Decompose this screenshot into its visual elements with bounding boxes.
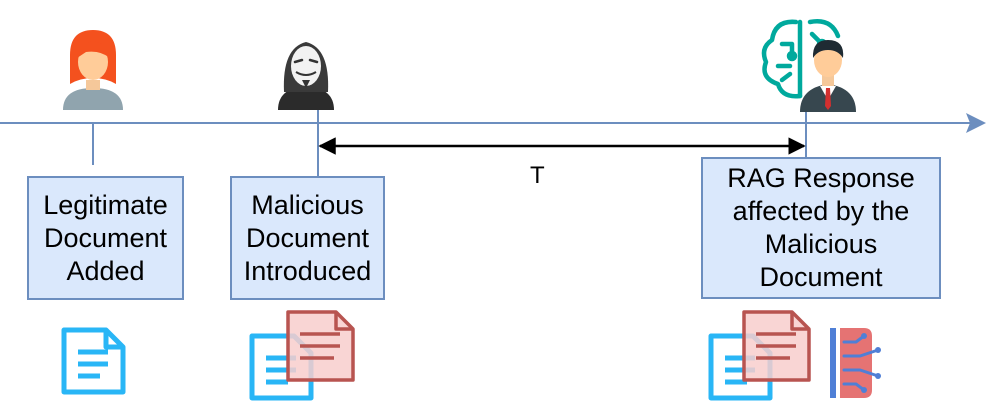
timeline-arrowhead	[966, 113, 986, 133]
event-label-response: RAG Response affected by the Malicious D…	[727, 163, 915, 292]
neural-chip-icon	[830, 328, 881, 398]
event-label-legitimate: Legitimate Document Added	[43, 189, 168, 286]
woman-user-icon	[63, 30, 123, 110]
event-label-malicious: Malicious Document Introduced	[243, 189, 372, 286]
businessman-icon	[800, 40, 856, 112]
malicious-document-icon	[742, 310, 811, 382]
event-box-response: RAG Response affected by the Malicious D…	[701, 157, 941, 299]
hacker-icon	[278, 42, 334, 110]
document-icon	[61, 327, 126, 395]
malicious-document-icon	[286, 310, 355, 382]
event-box-legitimate: Legitimate Document Added	[27, 176, 184, 300]
event-box-malicious: Malicious Document Introduced	[230, 176, 385, 300]
interval-label: T	[530, 162, 545, 189]
